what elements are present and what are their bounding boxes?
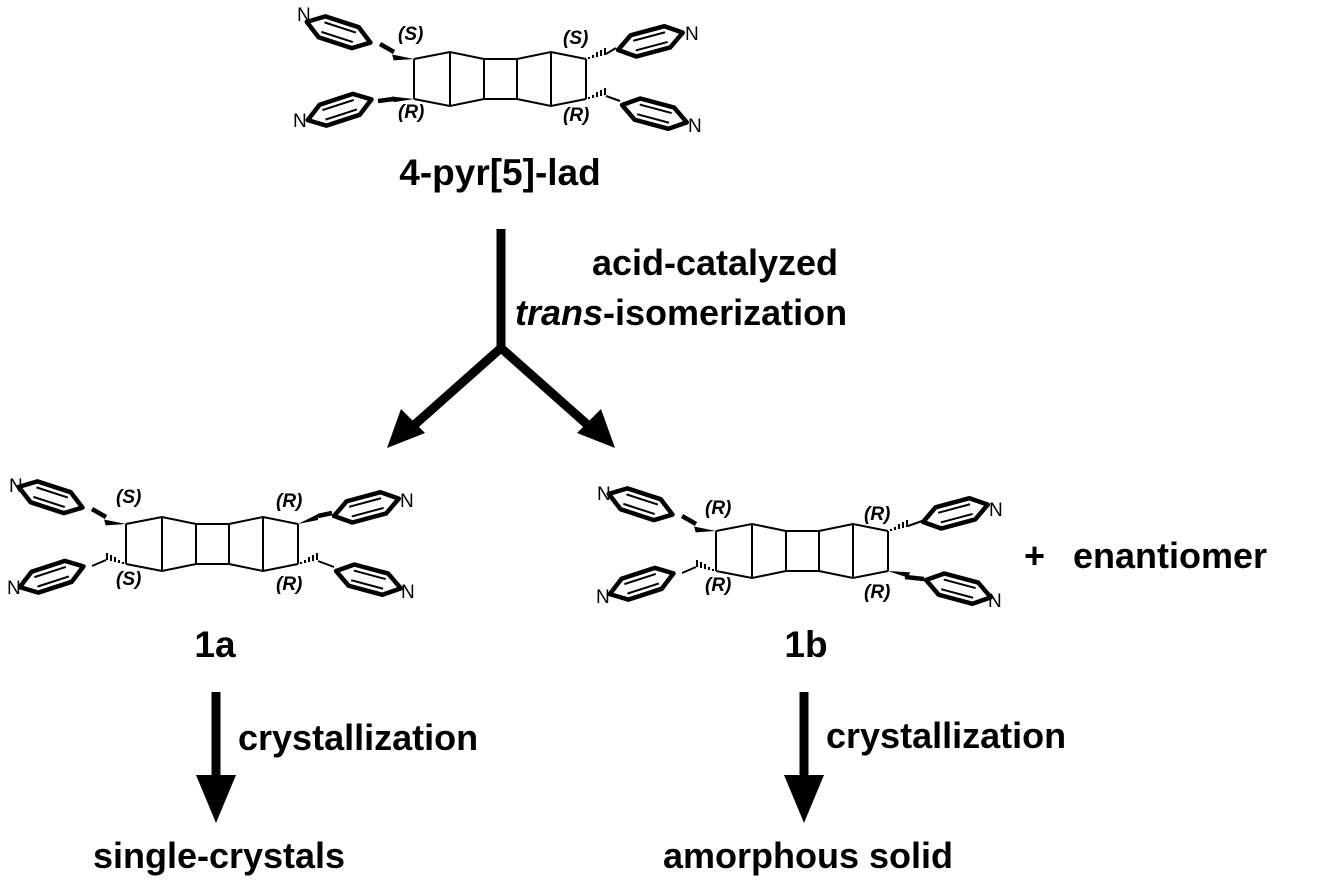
nitrogen-atom: N — [989, 500, 1003, 521]
condition-line2: trans-isomerization — [515, 292, 847, 333]
pyridine-ring — [920, 494, 990, 533]
stereo-label: (R) — [705, 575, 731, 596]
wedge-bond — [392, 49, 414, 65]
outcome-label-b: amorphous solid — [663, 835, 953, 876]
process-label-b: crystallization — [826, 715, 1066, 756]
hashed-bond — [890, 519, 908, 532]
enantiomer-label: enantiomer — [1073, 535, 1267, 576]
hashed-bond — [588, 47, 606, 60]
wedge-bond — [694, 521, 716, 537]
hashed-bond — [106, 552, 124, 565]
molecule-start: N N N N (S) (R) (S) (R) 4-pyr[5]-lad — [293, 5, 702, 193]
pyridine-ring — [331, 488, 401, 527]
arrowhead-down — [784, 775, 824, 823]
pyridine-ring — [619, 94, 689, 133]
nitrogen-atom: N — [596, 587, 610, 608]
ladderane-core — [715, 523, 889, 579]
wedge-bond — [298, 514, 318, 524]
stereo-label: (S) — [398, 24, 423, 45]
pyridine-ring — [16, 556, 87, 598]
stereo-label: (R) — [705, 498, 731, 519]
pyridine-ring — [615, 22, 685, 61]
ladderane-core — [125, 516, 299, 572]
nitrogen-atom: N — [297, 5, 311, 26]
stereo-label: (R) — [276, 574, 302, 595]
pyridine-ring — [15, 476, 86, 518]
stereo-label: (S) — [116, 569, 141, 590]
arrowhead-left — [387, 409, 425, 448]
hashed-bond — [696, 559, 714, 572]
molecule-1b: N N N N (R) (R) (R) (R) 1b — [596, 483, 1003, 665]
condition-italic: trans — [515, 292, 603, 333]
stereo-label: (S) — [116, 487, 141, 508]
nitrogen-atom: N — [597, 484, 611, 505]
stereo-label: (R) — [563, 105, 589, 126]
condition-line1: acid-catalyzed — [592, 242, 838, 283]
arrowhead-down — [196, 775, 236, 823]
process-label-a: crystallization — [238, 717, 478, 758]
plus-sign: + — [1024, 535, 1045, 576]
stereo-label: (S) — [563, 28, 588, 49]
pyridine-ring — [303, 11, 374, 53]
nitrogen-atom: N — [401, 582, 415, 603]
pyridine-ring — [304, 89, 375, 131]
nitrogen-atom: N — [293, 111, 307, 132]
pyridine-ring — [606, 563, 677, 605]
nitrogen-atom: N — [688, 116, 702, 137]
molecule-1a: N N N N (S) (S) (R) (R) 1a — [7, 476, 415, 665]
stereo-label: (R) — [864, 504, 890, 525]
crystallization-arrow-b — [784, 692, 824, 823]
crystallization-arrow-a — [196, 692, 236, 823]
nitrogen-atom: N — [685, 24, 699, 45]
branching-arrow — [387, 229, 615, 448]
hashed-bond — [588, 87, 606, 100]
wedge-bond — [104, 514, 126, 530]
nitrogen-atom: N — [400, 491, 414, 512]
molecule-label-1a: 1a — [194, 624, 236, 665]
hashed-bond — [300, 552, 318, 565]
stereo-label: (R) — [276, 491, 302, 512]
condition-rest: -isomerization — [603, 292, 847, 333]
pyridine-ring — [605, 483, 676, 525]
pyridine-ring — [333, 560, 403, 599]
outcome-label-a: single-crystals — [93, 835, 345, 876]
nitrogen-atom: N — [9, 476, 23, 497]
nitrogen-atom: N — [7, 578, 21, 599]
ladderane-core — [413, 51, 587, 107]
stereo-label: (R) — [398, 102, 424, 123]
pyridine-ring — [923, 569, 993, 608]
arrowhead-right — [577, 409, 615, 448]
molecule-label-1b: 1b — [784, 624, 827, 665]
nitrogen-atom: N — [988, 591, 1002, 612]
stereo-label: (R) — [864, 582, 890, 603]
molecule-label-start: 4-pyr[5]-lad — [399, 152, 600, 193]
